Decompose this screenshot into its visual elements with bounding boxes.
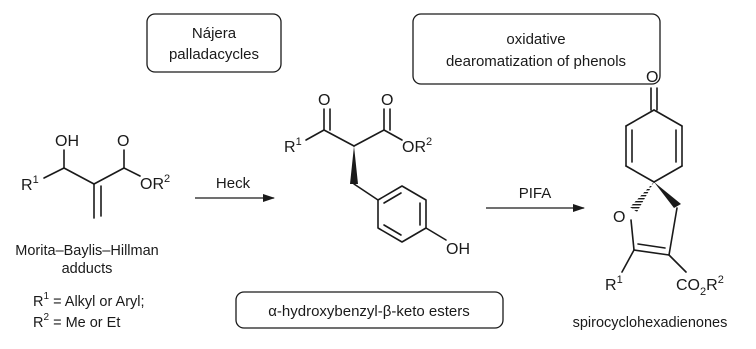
najera-palladacycles-box: Nájera palladacycles <box>146 13 282 73</box>
keto-ester-structure: O O R1 OR2 OH <box>284 92 470 258</box>
mbh-or2-label: OR2 <box>140 173 170 193</box>
oxidative-label: oxidative <box>506 31 565 48</box>
phenol-oh-label: OH <box>446 241 470 258</box>
oxidative-dearomatization-box: oxidative dearomatization of phenols <box>412 13 661 85</box>
keto-or2-label: OR2 <box>402 136 432 156</box>
spiro-name-label: spirocyclohexadienones <box>573 315 728 331</box>
ketone-o-label: O <box>318 92 330 109</box>
ester-o-label: O <box>381 92 393 109</box>
mbh-o-label: O <box>117 133 129 150</box>
keto-r1-label: R1 <box>284 136 302 156</box>
r2-definition: R2 = Me or Et <box>33 312 120 331</box>
pifa-arrow: PIFA <box>486 185 585 212</box>
heck-label: Heck <box>216 175 251 192</box>
product-co2r2-label: CO2R2 <box>676 274 724 298</box>
keto-esters-box: α-hydroxybenzyl-β-keto esters <box>235 291 504 329</box>
furan-o-label: O <box>613 209 625 226</box>
mbh-name-line1: Morita–Baylis–Hillman <box>15 243 158 259</box>
r1-definition: R1 = Alkyl or Aryl; <box>33 291 145 310</box>
mbh-adduct-structure: OH O R1 OR2 <box>21 133 170 219</box>
product-r1-label: R1 <box>605 274 623 294</box>
palladacycles-label: palladacycles <box>169 46 259 63</box>
heck-arrow: Heck <box>195 175 275 202</box>
mbh-name-line2: adducts <box>62 261 113 277</box>
dearomatization-label: dearomatization of phenols <box>446 53 626 70</box>
mbh-r1-label: R1 <box>21 174 39 194</box>
pifa-label: PIFA <box>519 185 552 202</box>
mbh-oh-label: OH <box>55 133 79 150</box>
dienone-o-label: O <box>646 69 658 86</box>
spirocyclohexadienone-structure: O O R1 CO2R2 <box>605 69 724 298</box>
najera-label: Nájera <box>192 25 237 42</box>
keto-esters-label: α-hydroxybenzyl-β-keto esters <box>268 303 470 320</box>
